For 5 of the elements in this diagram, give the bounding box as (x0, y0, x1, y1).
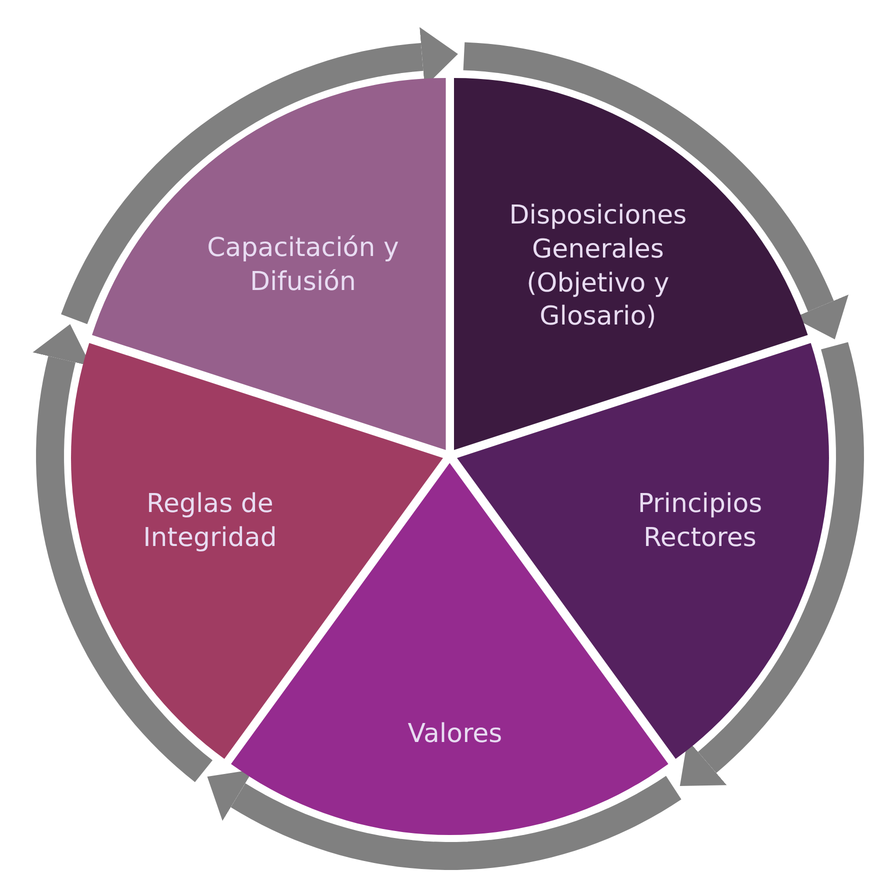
segment-label: Valores (406, 718, 504, 752)
segment-label: Principios Rectores (636, 488, 764, 555)
segment-label: Reglas de Integridad (142, 488, 278, 555)
segment-label: Disposiciones Generales (Objetivo y Glosario) (508, 199, 688, 334)
segment-label: Capacitación y Difusión (206, 232, 400, 299)
